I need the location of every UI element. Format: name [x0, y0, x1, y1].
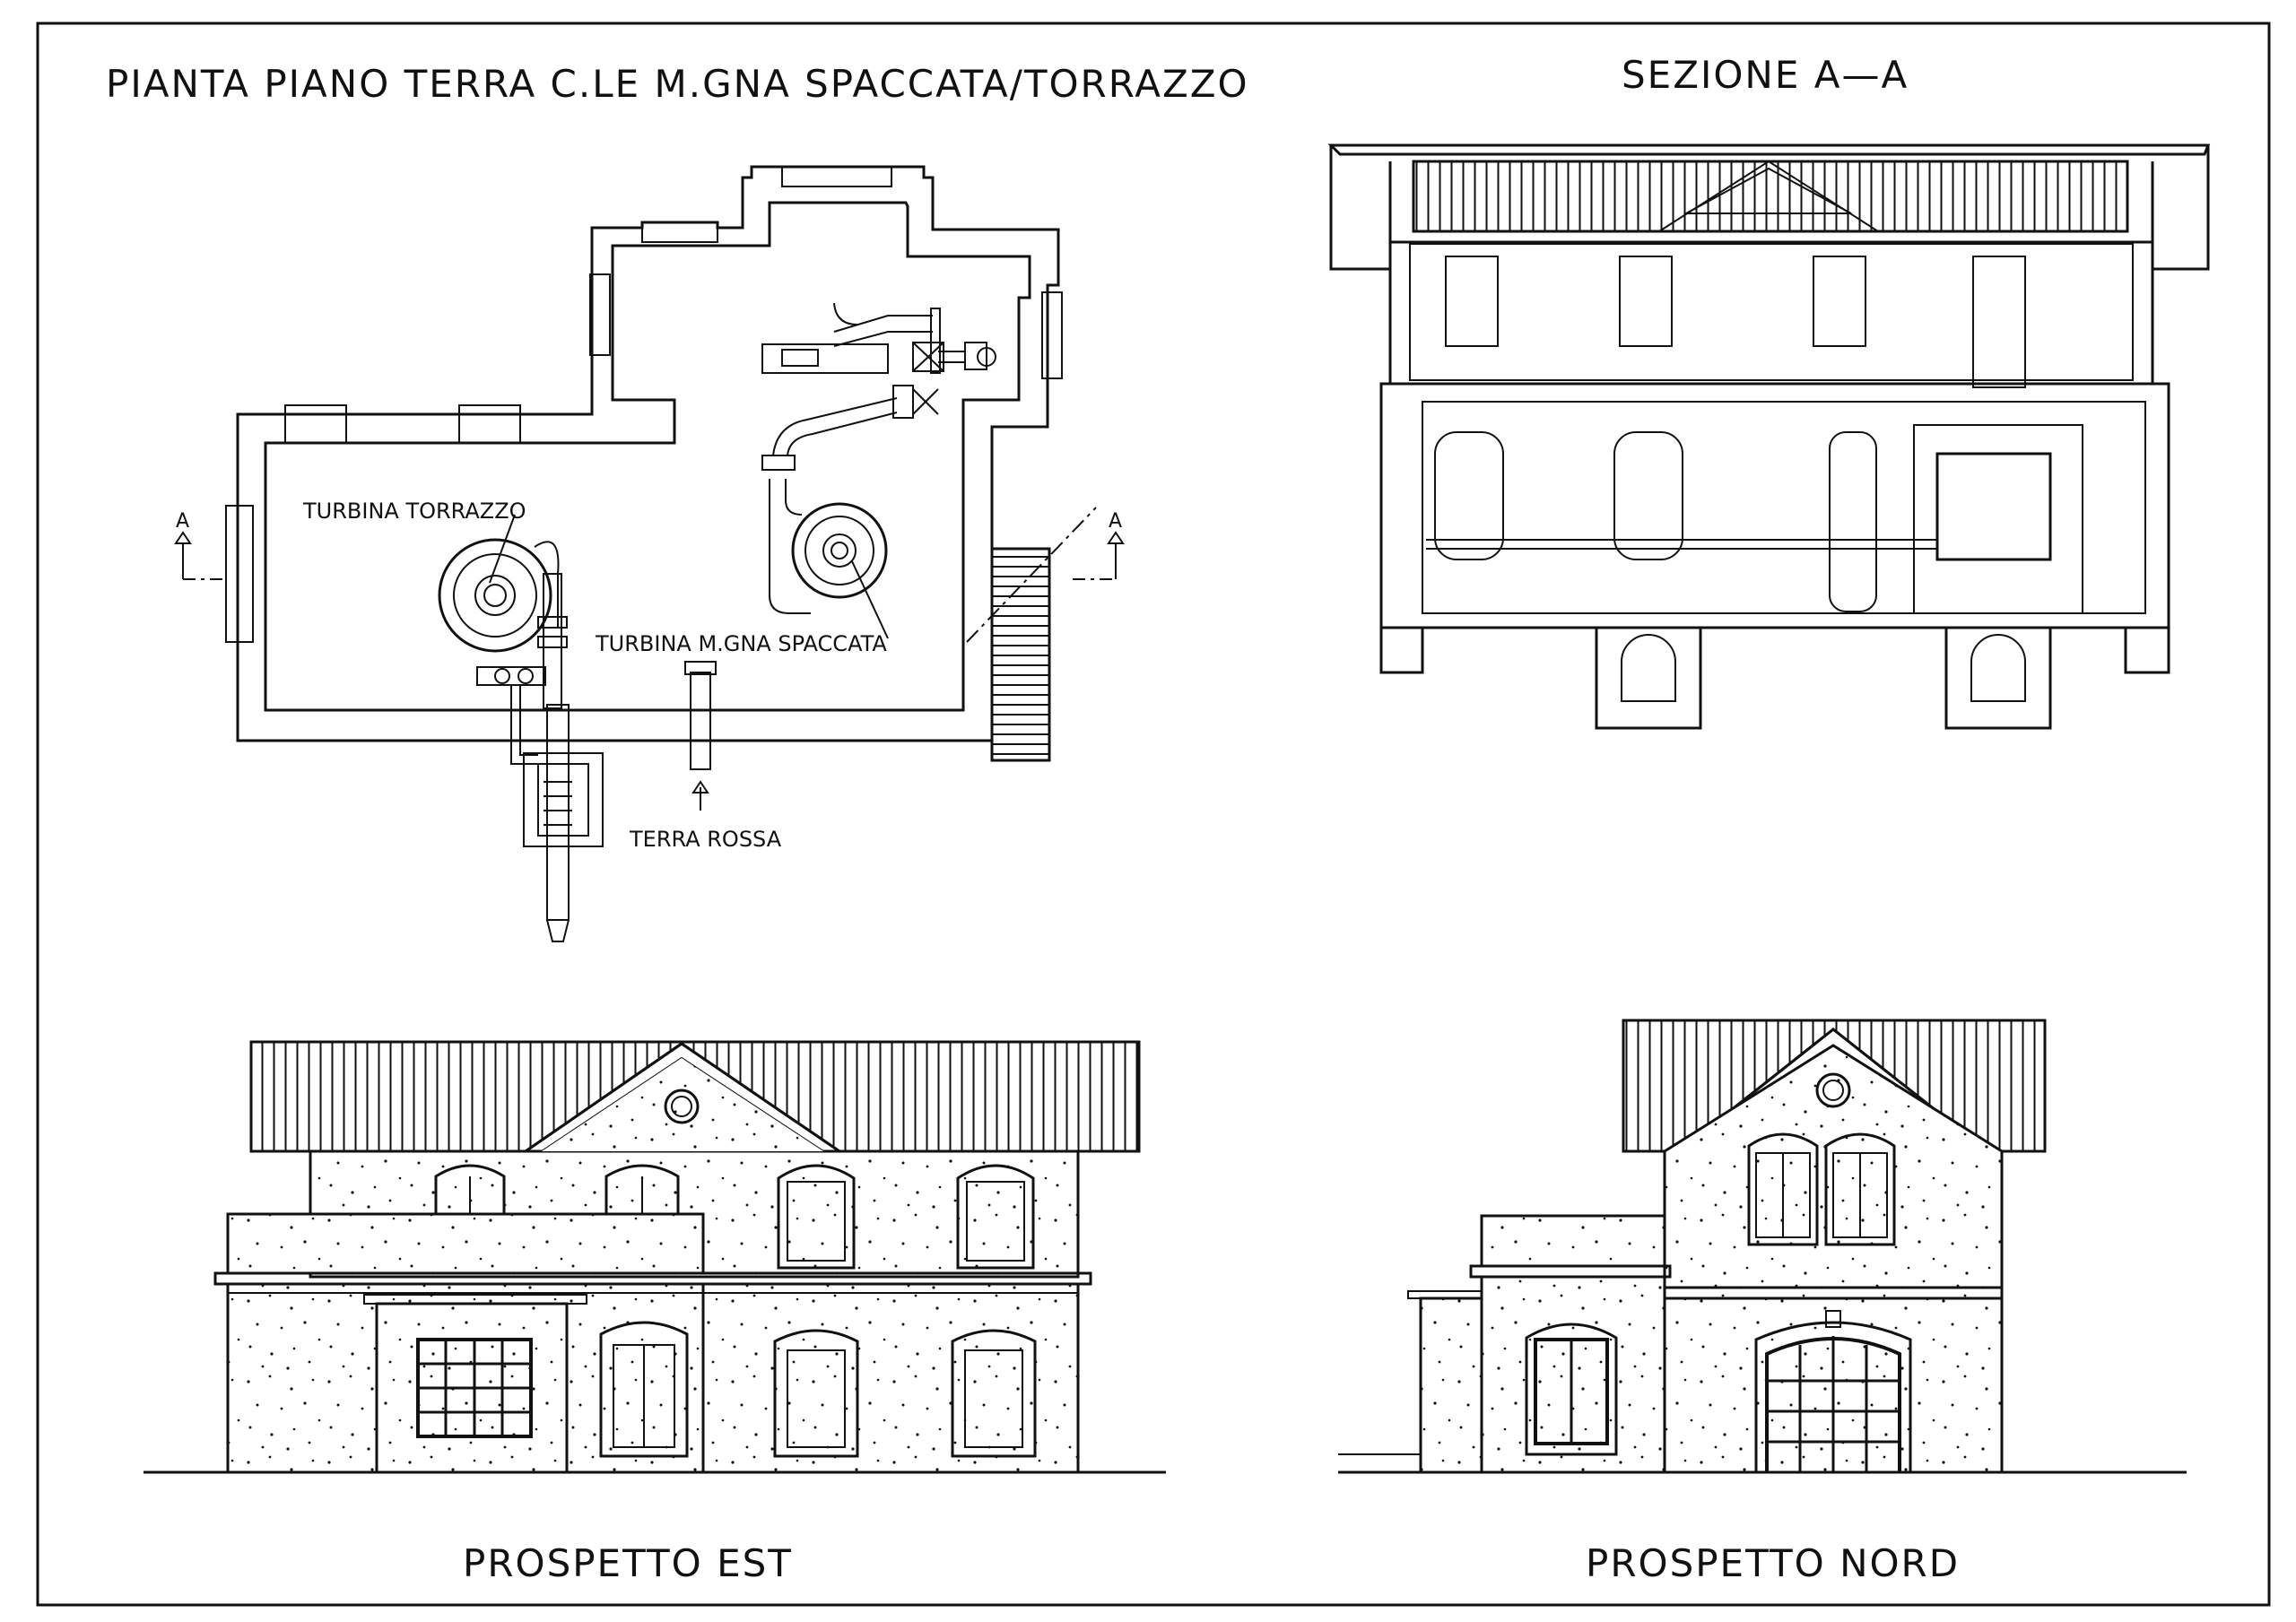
section-arch-window — [1613, 431, 1683, 560]
section-marker-right: A — [1073, 510, 1125, 580]
north-elevation — [1338, 1019, 2187, 1474]
north-oculus — [1815, 1072, 1851, 1108]
east-upper-window — [604, 1164, 680, 1216]
section-mark-left-label: A — [176, 510, 189, 533]
section-arch-window — [1434, 431, 1504, 560]
east-lower-window — [599, 1321, 689, 1458]
north-side-upper — [1480, 1214, 1666, 1268]
label-turbina-torrazzo: TURBINA TORRAZZO — [302, 499, 526, 524]
east-upper-window — [434, 1164, 506, 1216]
plan-window — [458, 404, 521, 444]
section-window — [1972, 256, 2026, 388]
section-marker-left: A — [174, 510, 226, 580]
turbine-torrazzo — [438, 538, 568, 709]
north-main-door — [1754, 1321, 1912, 1474]
plan-staircase — [990, 547, 1051, 762]
pipe-terra-rossa — [684, 661, 717, 811]
north-upper-window — [1824, 1132, 1896, 1246]
east-terrace — [226, 1212, 705, 1275]
north-side-window — [1525, 1323, 1618, 1456]
section-window — [1935, 452, 2052, 561]
plan-title: PIANTA PIANO TERRA C.LE M.GNA SPACCATA/T… — [106, 62, 1249, 106]
turbine-spaccata — [761, 302, 996, 614]
plan-door — [225, 505, 254, 643]
east-upper-window — [777, 1164, 856, 1270]
roof-truss — [1656, 160, 1882, 232]
section-arch-opening — [1970, 634, 2026, 702]
section-mark-right-label: A — [1109, 510, 1122, 533]
east-oculus — [664, 1089, 700, 1124]
plan-window — [781, 166, 892, 187]
section-ground-floor — [1379, 382, 2170, 629]
east-elevation-title: PROSPETTO EST — [463, 1541, 793, 1585]
leader-turbina-spaccata — [851, 560, 889, 639]
section-arch-opening — [1621, 634, 1676, 702]
north-door-grid — [1765, 1310, 1901, 1472]
section-window — [1619, 256, 1673, 347]
east-elevation — [144, 1040, 1166, 1474]
section-window — [1445, 256, 1499, 347]
section-foundation — [1379, 628, 2170, 730]
section-window — [1813, 256, 1866, 347]
east-gable-wall — [542, 1058, 823, 1151]
roof-truss-band — [1412, 160, 2129, 233]
east-lower-window — [773, 1329, 859, 1458]
plan-window — [589, 273, 611, 356]
north-elevation-title: PROSPETTO NORD — [1586, 1541, 1960, 1585]
plan-inner-wall — [264, 201, 1031, 712]
section-aa — [1327, 143, 2211, 730]
plan-window — [284, 404, 347, 444]
leader-turbina-torrazzo — [489, 514, 516, 584]
label-turbina-spaccata: TURBINA M.GNA SPACCATA — [595, 631, 887, 656]
section-title: SEZIONE A—A — [1622, 53, 1909, 97]
floor-plan: A A TURBINA TORRAZZO — [174, 165, 1125, 942]
east-lower-window — [951, 1329, 1037, 1458]
label-terra-rossa: TERRA ROSSA — [629, 827, 782, 852]
east-upper-window — [956, 1164, 1035, 1270]
stair-break-line — [966, 507, 1097, 643]
east-grid-window — [416, 1338, 533, 1438]
section-arch-window — [1829, 431, 1877, 612]
section-roof — [1327, 143, 2211, 156]
section-upper-floor — [1388, 240, 2154, 386]
east-lower-wall-left — [226, 1282, 705, 1474]
drain-pipes — [510, 685, 604, 942]
north-upper-window — [1747, 1132, 1819, 1246]
sheet-border — [36, 22, 2271, 1607]
plan-window — [641, 221, 718, 243]
north-annex — [1419, 1297, 1483, 1474]
plan-window — [1041, 291, 1063, 379]
